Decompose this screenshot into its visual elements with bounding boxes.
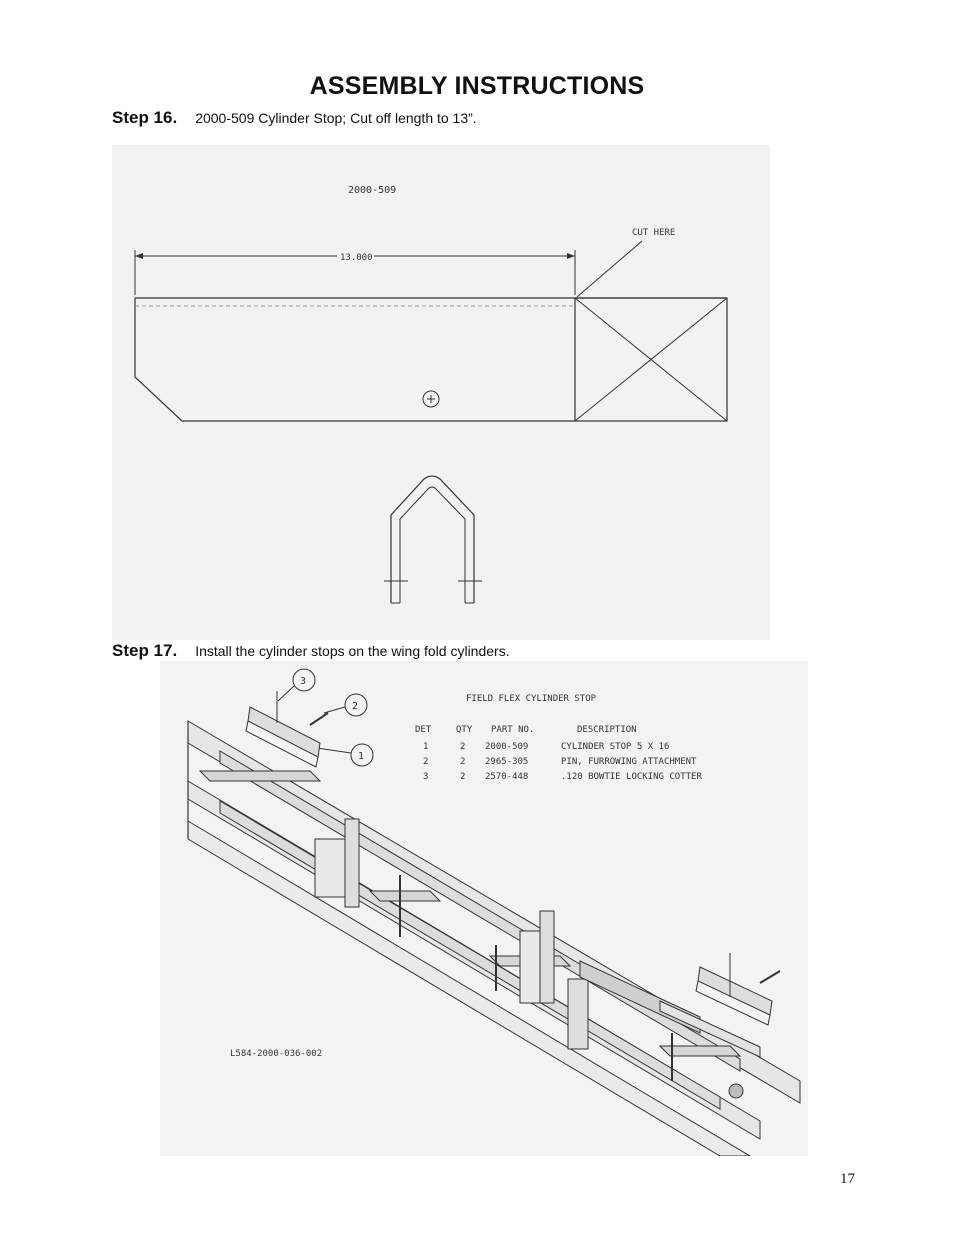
parts-row-1-det: 1 (423, 742, 428, 752)
parts-header-det: DET (415, 725, 432, 735)
cut-here-label: CUT HERE (632, 228, 675, 238)
parts-row-2-part: 2965-305 (485, 757, 528, 767)
balloon-1-label: 1 (358, 751, 364, 762)
cylinder-stop-cut-drawing: 2000-509 13.000 CUT HERE (112, 145, 770, 640)
balloon-3 (292, 668, 316, 692)
installation-drawing: FIELD FLEX CYLINDER STOP DET QTY PART NO… (160, 661, 808, 1157)
parts-row-3-desc: .120 BOWTIE LOCKING COTTER (561, 772, 702, 782)
parts-row-1-desc: CYLINDER STOP 5 X 16 (561, 742, 669, 752)
parts-header-part: PART NO. (491, 725, 534, 735)
balloon-1 (350, 743, 374, 767)
parts-row-2-det: 2 (423, 757, 428, 767)
page-number: 17 (840, 1171, 855, 1187)
installation-svg: FIELD FLEX CYLINDER STOP DET QTY PART NO… (187, 668, 801, 1157)
parts-row-1-qty: 2 (460, 742, 465, 752)
step-17-text: Install the cylinder stops on the wing f… (195, 643, 510, 659)
step-17: Step 17. Install the cylinder stops on th… (112, 641, 510, 661)
balloon-2-label: 2 (352, 701, 358, 712)
page-title: ASSEMBLY INSTRUCTIONS (309, 71, 645, 100)
step-16-label: Step 16. (112, 108, 178, 127)
step-17-label: Step 17. (112, 641, 178, 660)
balloon-2 (344, 693, 368, 717)
parts-row-3-qty: 2 (460, 772, 465, 782)
parts-row-1-part: 2000-509 (485, 742, 528, 752)
parts-row-3-part: 2570-448 (485, 772, 528, 782)
parts-header-desc: DESCRIPTION (577, 725, 637, 735)
parts-header-qty: QTY (456, 725, 473, 735)
cut-drawing-svg: 2000-509 13.000 CUT HERE (134, 185, 728, 604)
step-16: Step 16. 2000-509 Cylinder Stop; Cut off … (112, 108, 477, 128)
drawing-number: L584-2000-036-002 (230, 1049, 322, 1059)
parts-row-3-det: 3 (423, 772, 428, 782)
parts-row-2-desc: PIN, FURROWING ATTACHMENT (561, 757, 697, 767)
parts-row-2-qty: 2 (460, 757, 465, 767)
part-number-label: 2000-509 (348, 185, 396, 196)
balloon-3-label: 3 (300, 676, 306, 687)
dimension-label: 13.000 (340, 253, 373, 263)
parts-table-title: FIELD FLEX CYLINDER STOP (466, 694, 597, 704)
step-16-text: 2000-509 Cylinder Stop; Cut off length t… (195, 110, 477, 126)
